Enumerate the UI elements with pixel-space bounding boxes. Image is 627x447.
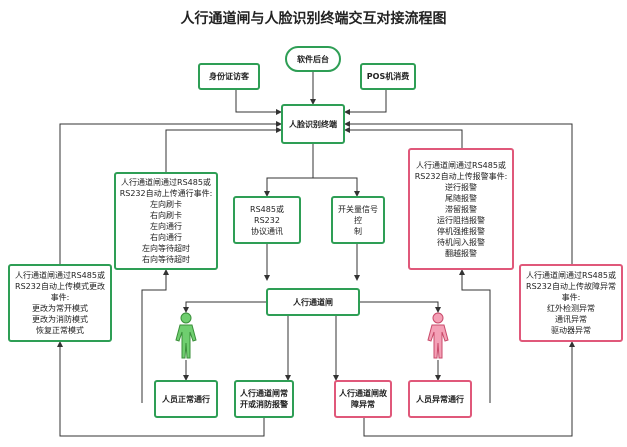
open-fire-node: 人行通道闸常 开或消防报警 bbox=[234, 380, 294, 418]
gate-fault-node: 人行通道闸故 障异常 bbox=[334, 380, 392, 418]
id-visitor-node: 身份证访客 bbox=[198, 63, 260, 90]
person-normal-icon bbox=[175, 312, 197, 359]
face-terminal-node: 人脸识别终端 bbox=[281, 104, 345, 144]
mode-change-node: 人行通道闸通过RS485或 RS232自动上传模式更改 事件: 更改为常开模式 … bbox=[8, 264, 112, 342]
pos-node: POS机消费 bbox=[360, 63, 416, 90]
rs485-protocol-node: RS485或RS232 协议通讯 bbox=[233, 196, 301, 244]
page-title: 人行通道闸与人脸识别终端交互对接流程图 bbox=[180, 11, 447, 27]
person-abnormal-icon bbox=[427, 312, 449, 359]
alarm-events-node: 人行通道闸通过RS485或 RS232自动上传报警事件: 逆行报警 尾随报警 滞… bbox=[408, 148, 514, 270]
upload-events-node: 人行通道闸通过RS485或 RS232自动上传通行事件: 左向刷卡 右向刷卡 左… bbox=[114, 172, 218, 270]
abnormal-pass-node: 人员异常通行 bbox=[408, 380, 472, 418]
software-node: 软件后台 bbox=[285, 46, 341, 72]
switch-signal-node: 开关量信号控 制 bbox=[331, 196, 385, 244]
normal-pass-node: 人员正常通行 bbox=[154, 380, 218, 418]
fault-events-node: 人行通道闸通过RS485或 RS232自动上传故障异常 事件: 红外检测异常 通… bbox=[519, 264, 623, 342]
gate-node: 人行通道闸 bbox=[266, 288, 360, 316]
